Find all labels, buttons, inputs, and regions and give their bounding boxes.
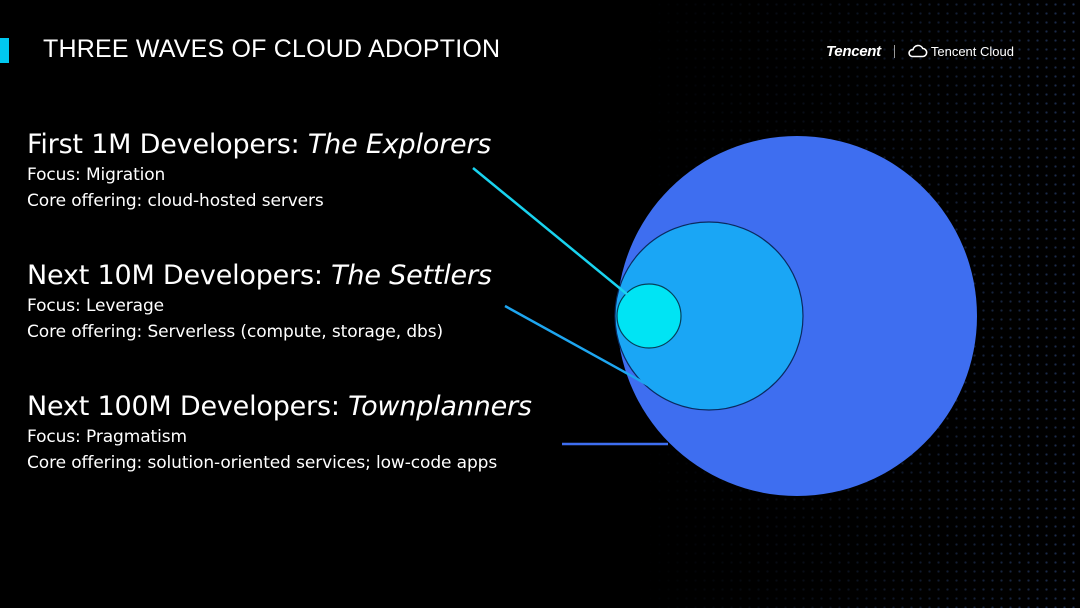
slide-title: THREE WAVES OF CLOUD ADOPTION [43,35,501,63]
brand-logos: Tencent Tencent Cloud [826,41,1014,61]
tencent-logo: Tencent [826,42,881,60]
wave-offering: Core offering: cloud-hosted servers [27,191,324,211]
wave-heading: Next 10M Developers: The Settlers [27,259,492,293]
middle-circle [614,221,804,411]
wave-heading-label: First 1M Developers: [27,129,308,160]
wave-offering: Core offering: solution-oriented service… [27,453,498,473]
wave-heading-label: Next 100M Developers: [27,391,349,422]
tencent-cloud-logo: Tencent Cloud [930,43,1014,59]
wave-heading-label: Next 10M Developers: [27,260,332,291]
wave-persona: The Explorers [307,129,492,160]
title-accent-bar [0,38,9,63]
wave-settlers: Next 10M Developers: The Settlers Focus:… [27,259,492,345]
wave-explorers: First 1M Developers: The Explorers Focus… [27,128,491,214]
logo-divider [893,44,895,58]
wave-focus: Focus: Leverage [27,296,164,316]
inner-circle [616,283,682,349]
wave-persona: Townplanners [348,391,532,422]
connector-explorers [472,167,629,296]
wave-focus: Focus: Migration [27,165,166,185]
wave-heading: Next 100M Developers: Townplanners [27,390,532,424]
wave-offering: Core offering: Serverless (compute, stor… [27,322,444,342]
wave-townplanners: Next 100M Developers: Townplanners Focus… [27,390,532,476]
cloud-icon [908,44,928,58]
wave-focus: Focus: Pragmatism [27,427,187,447]
connector-settlers [504,304,649,387]
wave-persona: The Settlers [331,260,492,291]
wave-heading: First 1M Developers: The Explorers [27,128,491,162]
